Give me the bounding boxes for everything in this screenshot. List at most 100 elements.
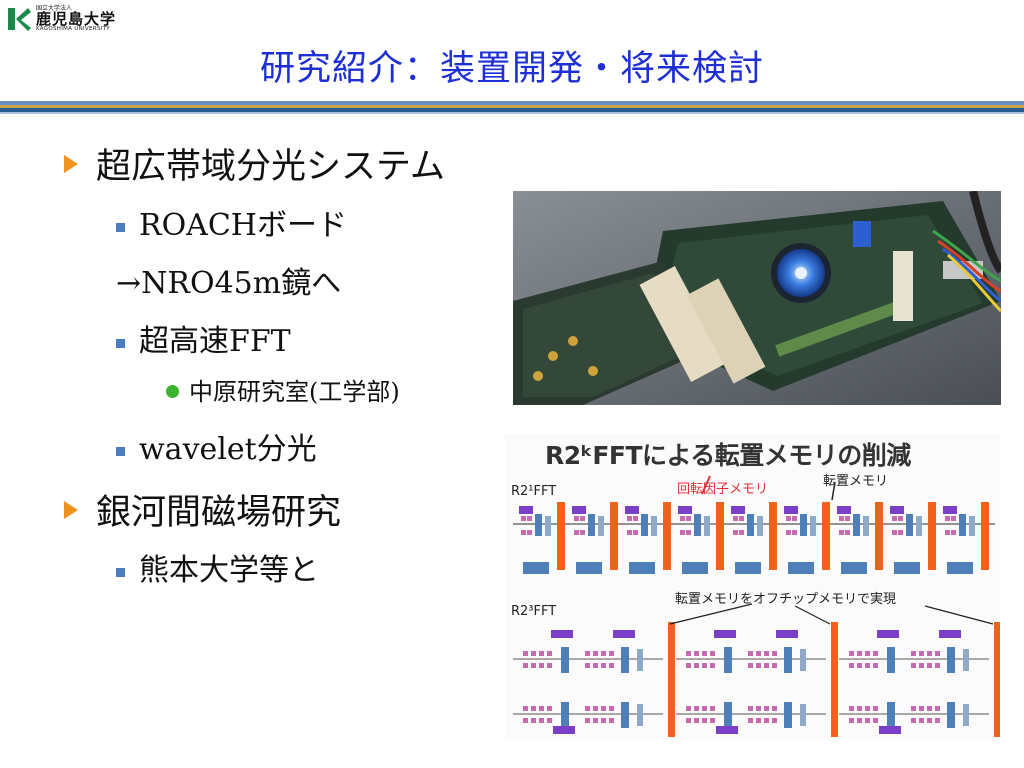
register-block: [601, 718, 606, 723]
memory-block: [788, 562, 814, 574]
mux-block: [963, 704, 969, 726]
mux-block: [757, 516, 763, 536]
transpose-memory-bar: [822, 502, 830, 570]
register-block: [865, 706, 870, 711]
title-rule: [0, 112, 1024, 114]
butterfly-block: [561, 647, 569, 673]
mux-block: [651, 516, 657, 536]
register-block: [539, 706, 544, 711]
register-block: [748, 651, 753, 656]
register-block: [857, 663, 862, 668]
register-block: [845, 516, 850, 521]
bullet-text: 銀河間磁場研究: [96, 493, 342, 533]
register-block: [764, 663, 769, 668]
memory-block: [841, 562, 867, 574]
triangle-bullet-icon: [64, 154, 78, 173]
university-logo: 国立大学法人 鹿児島大学 KAGOSHIMA UNIVERSITY: [6, 6, 116, 33]
mux-block: [969, 516, 975, 536]
transpose-memory-bar: [981, 502, 989, 570]
register-block: [531, 706, 536, 711]
transpose-memory-bar: [716, 502, 724, 570]
title-rule: [0, 105, 1024, 108]
register-block: [739, 516, 744, 521]
bullet-item: 超広帯域分光システム: [64, 138, 445, 189]
register-block: [539, 718, 544, 723]
butterfly-block: [784, 702, 792, 728]
circle-bullet-icon: [166, 384, 179, 398]
butterfly-block: [800, 514, 807, 536]
title-rule: [0, 101, 1024, 105]
register-block: [702, 706, 707, 711]
register-block: [547, 706, 552, 711]
twiddle-memory-block: [553, 726, 575, 734]
transpose-memory-bar: [769, 502, 777, 570]
register-block: [927, 718, 932, 723]
register-block: [873, 663, 878, 668]
register-block: [945, 530, 950, 535]
mux-block: [863, 516, 869, 536]
register-block: [772, 663, 777, 668]
register-block: [593, 651, 598, 656]
register-block: [593, 663, 598, 668]
register-block: [686, 718, 691, 723]
register-block: [748, 718, 753, 723]
register-block: [521, 516, 526, 521]
butterfly-block: [947, 702, 955, 728]
logo-line1: 国立大学法人: [36, 5, 73, 12]
bullet-text: 熊本大学等と: [139, 553, 319, 588]
register-block: [892, 530, 897, 535]
register-block: [927, 663, 932, 668]
register-block: [523, 663, 528, 668]
transpose-memory-bar: [557, 502, 565, 570]
register-block: [772, 706, 777, 711]
square-bullet-icon: [116, 338, 125, 348]
register-block: [898, 530, 903, 535]
register-block: [865, 718, 870, 723]
memory-block: [523, 562, 549, 574]
diagram-title: R2ᵏFFTによる転置メモリの削減: [545, 441, 911, 470]
memory-block: [629, 562, 655, 574]
register-block: [919, 663, 924, 668]
mux-block: [963, 649, 969, 671]
twiddle-memory-block: [879, 726, 901, 734]
register-block: [574, 516, 579, 521]
register-block: [633, 530, 638, 535]
register-block: [523, 706, 528, 711]
twiddle-memory-block: [939, 630, 961, 638]
memory-block: [735, 562, 761, 574]
register-block: [911, 706, 916, 711]
register-block: [898, 516, 903, 521]
register-block: [756, 663, 761, 668]
mux-block: [916, 516, 922, 536]
slide-title: 研究紹介：装置開発・将来検討: [259, 49, 764, 89]
register-block: [686, 706, 691, 711]
register-block: [609, 718, 614, 723]
register-block: [739, 530, 744, 535]
register-block: [911, 663, 916, 668]
register-block: [531, 651, 536, 656]
mux-block: [637, 649, 643, 671]
bullet-item: 銀河間磁場研究: [64, 484, 341, 535]
twiddle-memory-block: [625, 506, 639, 514]
transpose-memory-bar: [928, 502, 936, 570]
register-block: [845, 530, 850, 535]
mux-block: [810, 516, 816, 536]
triangle-bullet-icon: [64, 500, 78, 519]
mux-block: [545, 516, 551, 536]
bullet-text: 中原研究室(工学部): [189, 378, 400, 406]
register-block: [911, 651, 916, 656]
butterfly-block: [724, 647, 732, 673]
mux-block: [598, 516, 604, 536]
butterfly-block: [947, 647, 955, 673]
square-bullet-icon: [116, 567, 125, 577]
register-block: [733, 516, 738, 521]
register-block: [609, 706, 614, 711]
memory-block: [894, 562, 920, 574]
register-block: [609, 663, 614, 668]
register-block: [593, 706, 598, 711]
register-block: [772, 651, 777, 656]
butterfly-block: [588, 514, 595, 536]
register-block: [857, 706, 862, 711]
bullet-item: 中原研究室(工学部): [166, 372, 400, 407]
register-block: [710, 663, 715, 668]
